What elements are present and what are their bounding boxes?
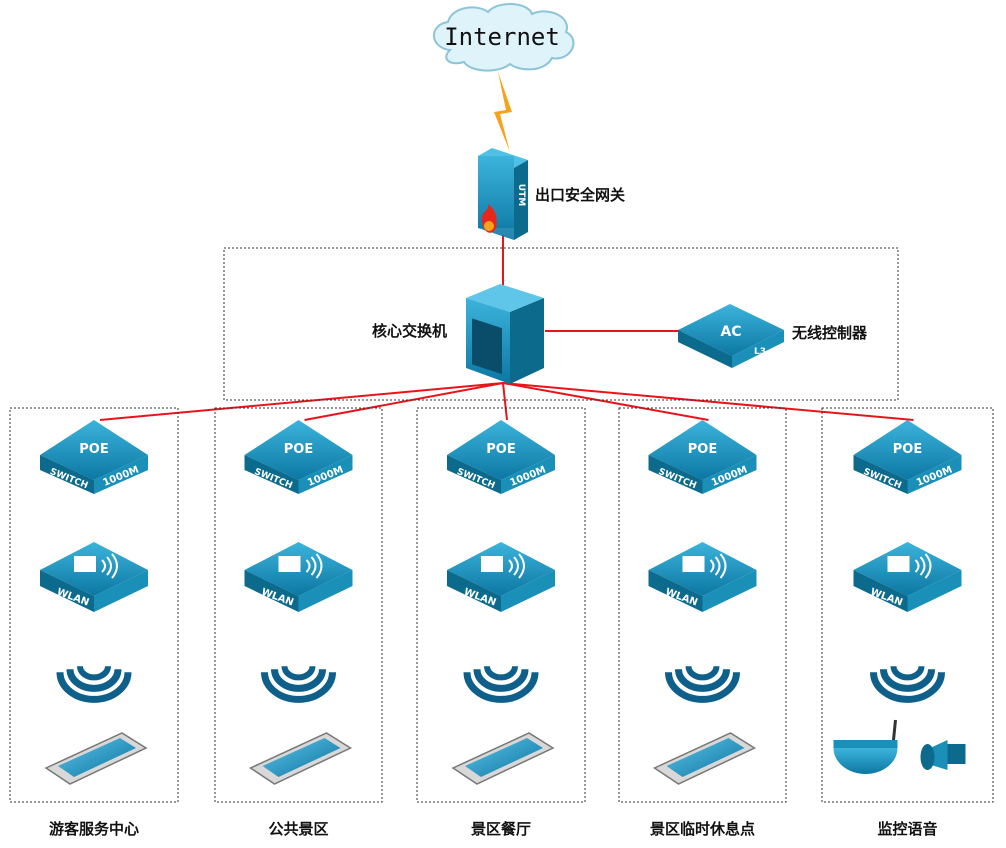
- link-core-poe: [502, 382, 914, 421]
- dome-camera-icon: [833, 719, 898, 774]
- ac-text: AC: [720, 324, 741, 340]
- wlan-ap-device: WLAN: [40, 542, 148, 612]
- smartphone-icon: [451, 732, 555, 785]
- ap-card-icon: [278, 556, 301, 572]
- area-box: [214, 407, 383, 803]
- ap-card-icon: [682, 556, 705, 572]
- wlan-ap-device: WLAN: [447, 542, 555, 612]
- wifi-signal-icon: [463, 665, 539, 703]
- controller-label: 无线控制器: [791, 324, 868, 342]
- smartphone-icon: [652, 732, 757, 785]
- area-box: [821, 407, 994, 803]
- internet-cloud: Internet: [433, 3, 575, 72]
- utm-gateway-device: UTM: [478, 148, 528, 240]
- utm-text: UTM: [516, 184, 526, 206]
- area-box: [618, 407, 787, 803]
- core-switch-device: [466, 284, 544, 384]
- area-label: 监控语音: [877, 820, 937, 838]
- area-label: 游客服务中心: [49, 820, 139, 838]
- poe-text: POE: [688, 442, 717, 457]
- area-box: [416, 407, 586, 803]
- area-label: 景区临时休息点: [650, 820, 755, 838]
- wifi-signal-icon: [56, 665, 132, 703]
- poe-text: POE: [486, 442, 515, 457]
- wlan-ap-device: WLAN: [648, 542, 757, 612]
- ap-card-icon: [887, 556, 910, 572]
- wifi-signal-icon: [261, 665, 336, 703]
- smartphone-icon: [44, 732, 148, 785]
- link-core-poe: [502, 382, 508, 421]
- poe-text: POE: [893, 442, 922, 457]
- area-label: 公共景区: [268, 820, 328, 838]
- internet-label: Internet: [444, 23, 560, 51]
- poe-text: POE: [79, 442, 108, 457]
- ap-card-icon: [74, 556, 96, 572]
- wireless-controller-device: AC L3: [678, 304, 784, 368]
- link-core-poe: [99, 382, 504, 421]
- wlan-ap-device: WLAN: [853, 542, 962, 612]
- smartphone-icon: [248, 732, 353, 785]
- wifi-signal-icon: [665, 665, 740, 703]
- gateway-label: 出口安全网关: [535, 186, 625, 204]
- horn-speaker-icon: [920, 740, 966, 770]
- area-box: [9, 407, 179, 803]
- link-core-poe: [502, 382, 709, 421]
- l3-text: L3: [754, 347, 766, 357]
- wlan-ap-device: WLAN: [244, 542, 353, 612]
- wireless-link-lightning: [494, 72, 512, 152]
- poe-text: POE: [284, 442, 313, 457]
- link-core-poe: [304, 382, 504, 421]
- core-group-box: [223, 247, 899, 401]
- area-label: 景区餐厅: [471, 820, 531, 838]
- ap-card-icon: [481, 556, 503, 572]
- wifi-signal-icon: [870, 665, 945, 703]
- core-switch-label: 核心交换机: [372, 322, 447, 340]
- network-links: [99, 235, 914, 421]
